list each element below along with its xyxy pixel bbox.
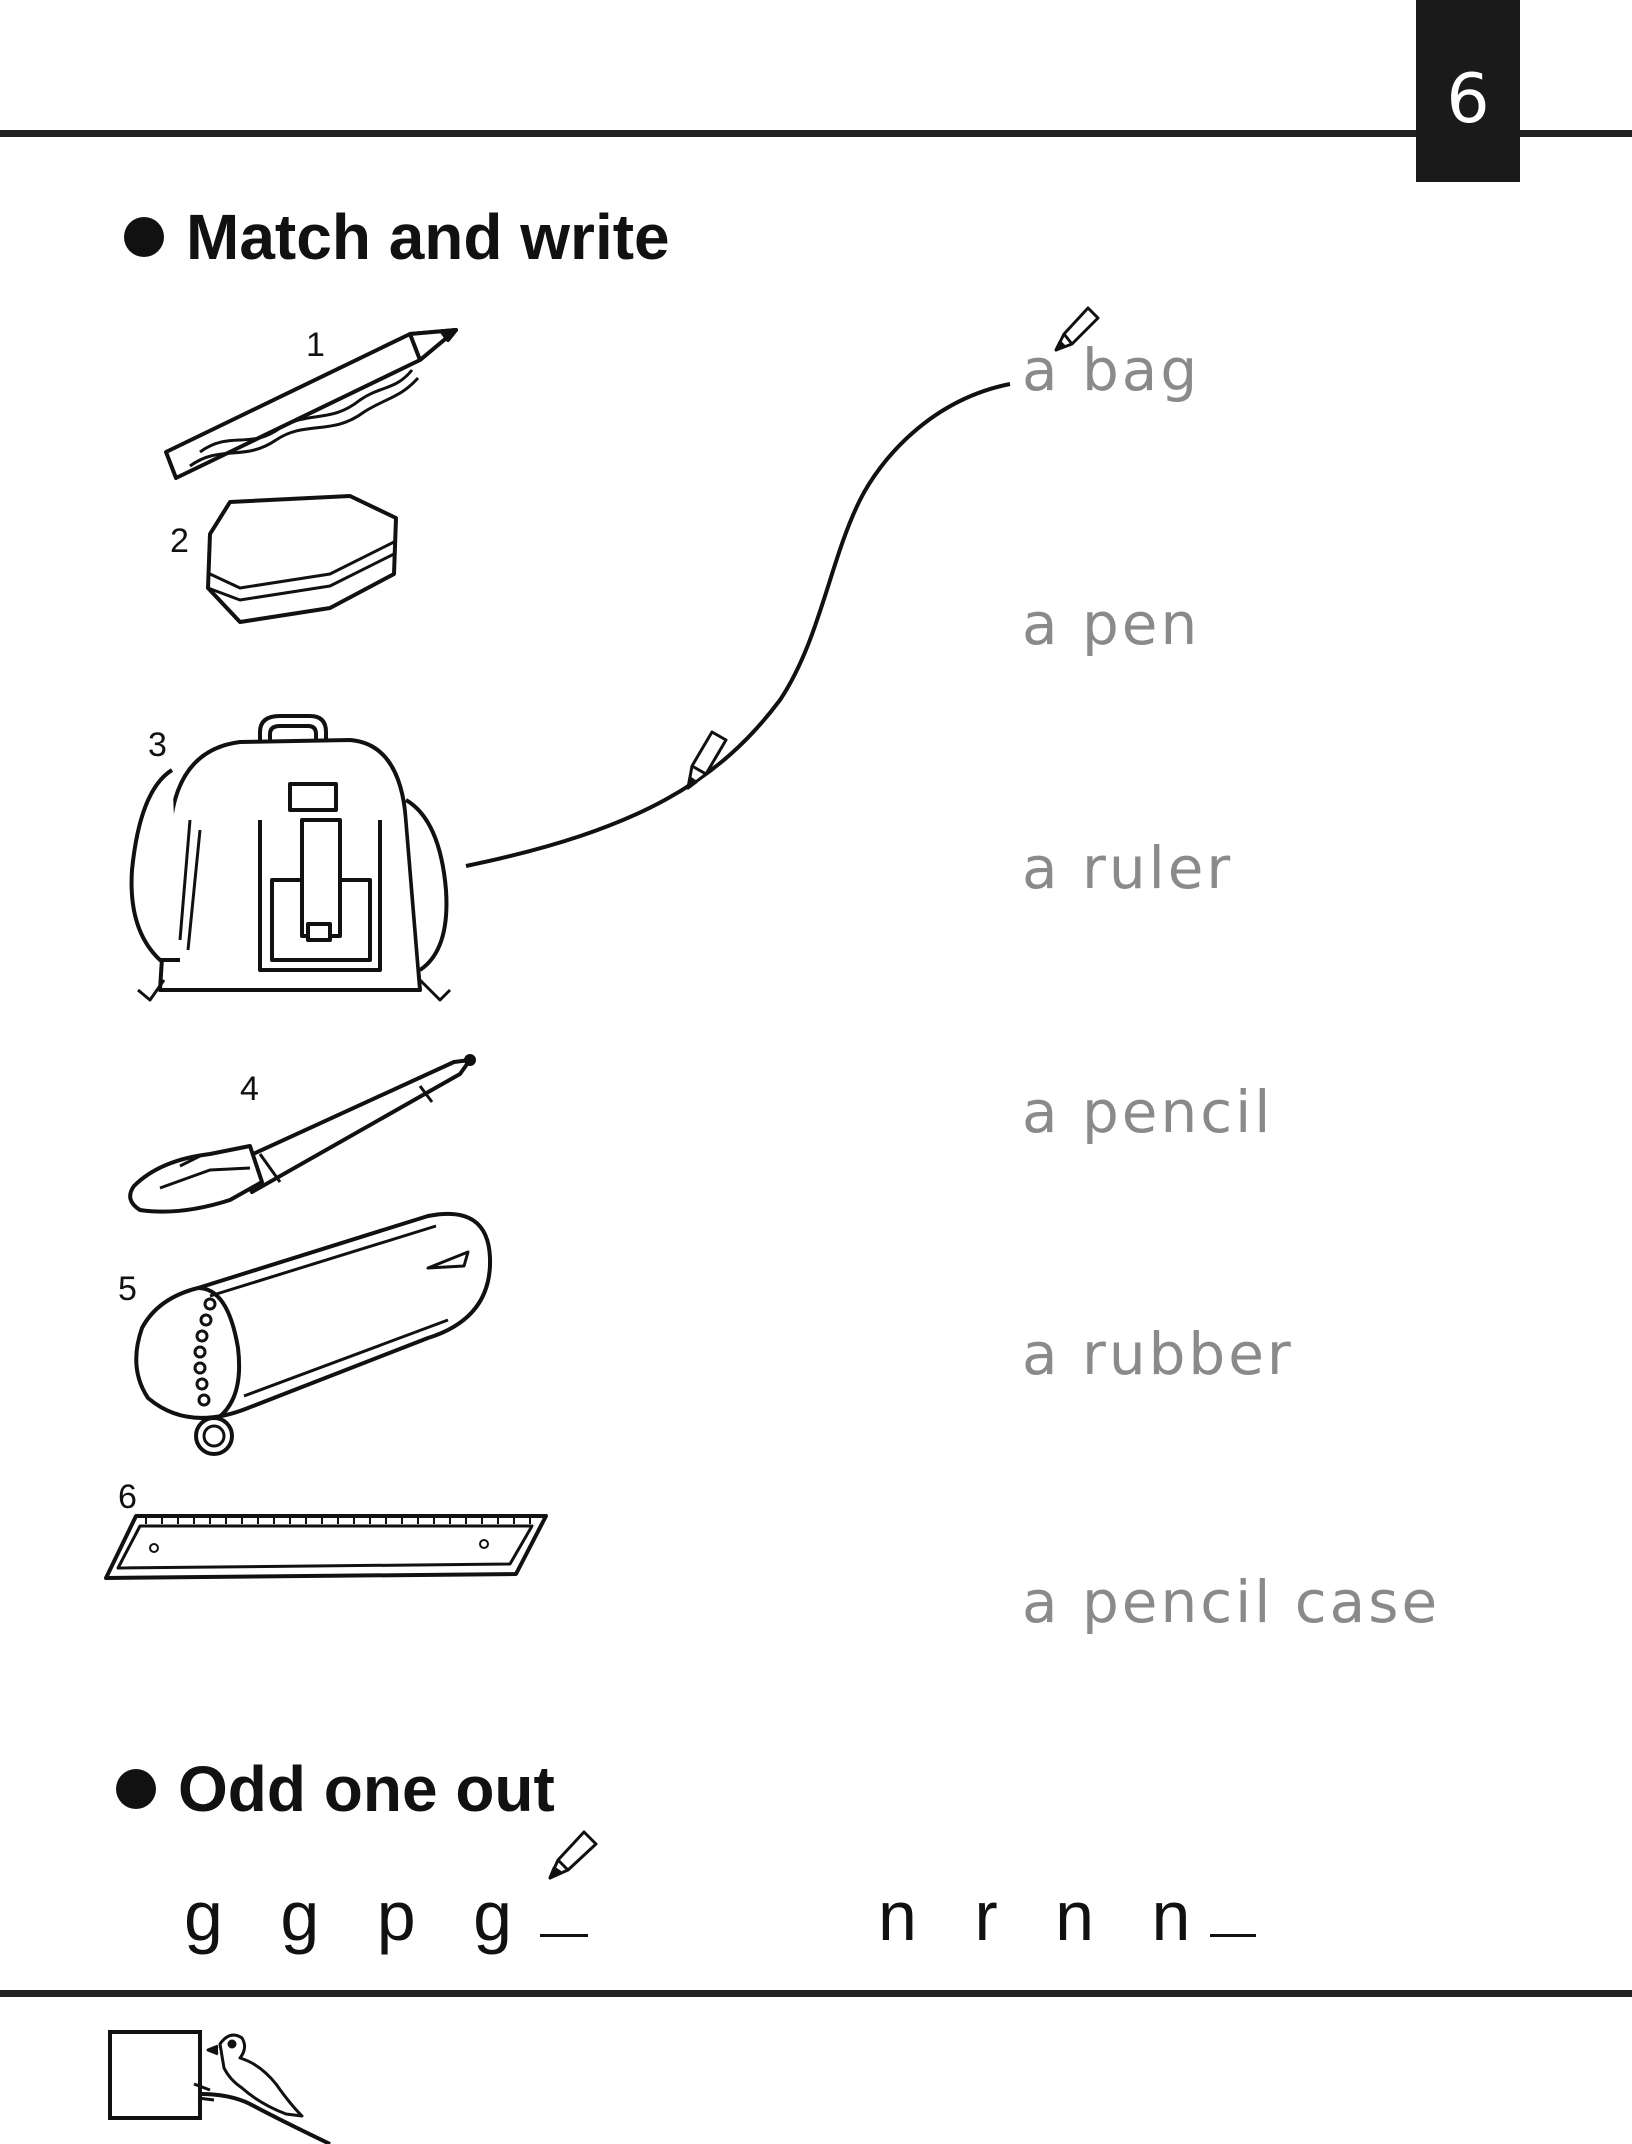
word-a-ruler: a ruler: [1022, 834, 1234, 902]
item-number-5: 5: [118, 1270, 137, 1308]
pencil-icon: [164, 328, 458, 480]
pen-icon: [128, 1054, 476, 1214]
score-box[interactable]: [108, 2030, 202, 2120]
top-rule: [0, 130, 1632, 137]
item-number-3: 3: [148, 726, 167, 764]
word-a-pen: a pen: [1022, 590, 1201, 658]
item-number-6: 6: [118, 1478, 137, 1516]
pencil-hint-icon-3: [548, 1830, 598, 1880]
match-and-write-heading: Match and write: [124, 200, 670, 274]
odd-letters-group-2: n r n n: [878, 1877, 1191, 1955]
word-a-pencil: a pencil: [1022, 1078, 1274, 1146]
answer-blank-2[interactable]: [1210, 1934, 1256, 1937]
match-line: [465, 382, 1011, 868]
answer-blank-1[interactable]: [540, 1934, 588, 1937]
heading-text: Odd one out: [178, 1753, 555, 1825]
word-a-pencil-case: a pencil case: [1022, 1568, 1441, 1636]
rubber-icon: [206, 494, 398, 624]
pencil-case-icon: [134, 1211, 493, 1456]
page-number-tab: 6: [1416, 0, 1520, 182]
item-number-4: 4: [240, 1070, 259, 1108]
word-a-rubber: a rubber: [1022, 1320, 1294, 1388]
bullet-icon: [116, 1769, 156, 1809]
odd-letters-group-1: g g p g: [184, 1877, 513, 1955]
item-number-1: 1: [306, 326, 325, 364]
odd-one-out-heading: Odd one out: [116, 1752, 555, 1826]
bag-icon: [129, 714, 452, 1002]
item-number-2: 2: [170, 522, 189, 560]
bullet-icon: [124, 217, 164, 257]
heading-text: Match and write: [186, 201, 670, 273]
bird-icon: [193, 2033, 331, 2144]
pencil-hint-icon-2: [686, 730, 728, 790]
bottom-rule: [0, 1990, 1632, 1997]
ruler-icon: [104, 1514, 548, 1580]
pencil-hint-icon: [1054, 306, 1100, 352]
word-a-bag: a bag: [1022, 336, 1201, 404]
